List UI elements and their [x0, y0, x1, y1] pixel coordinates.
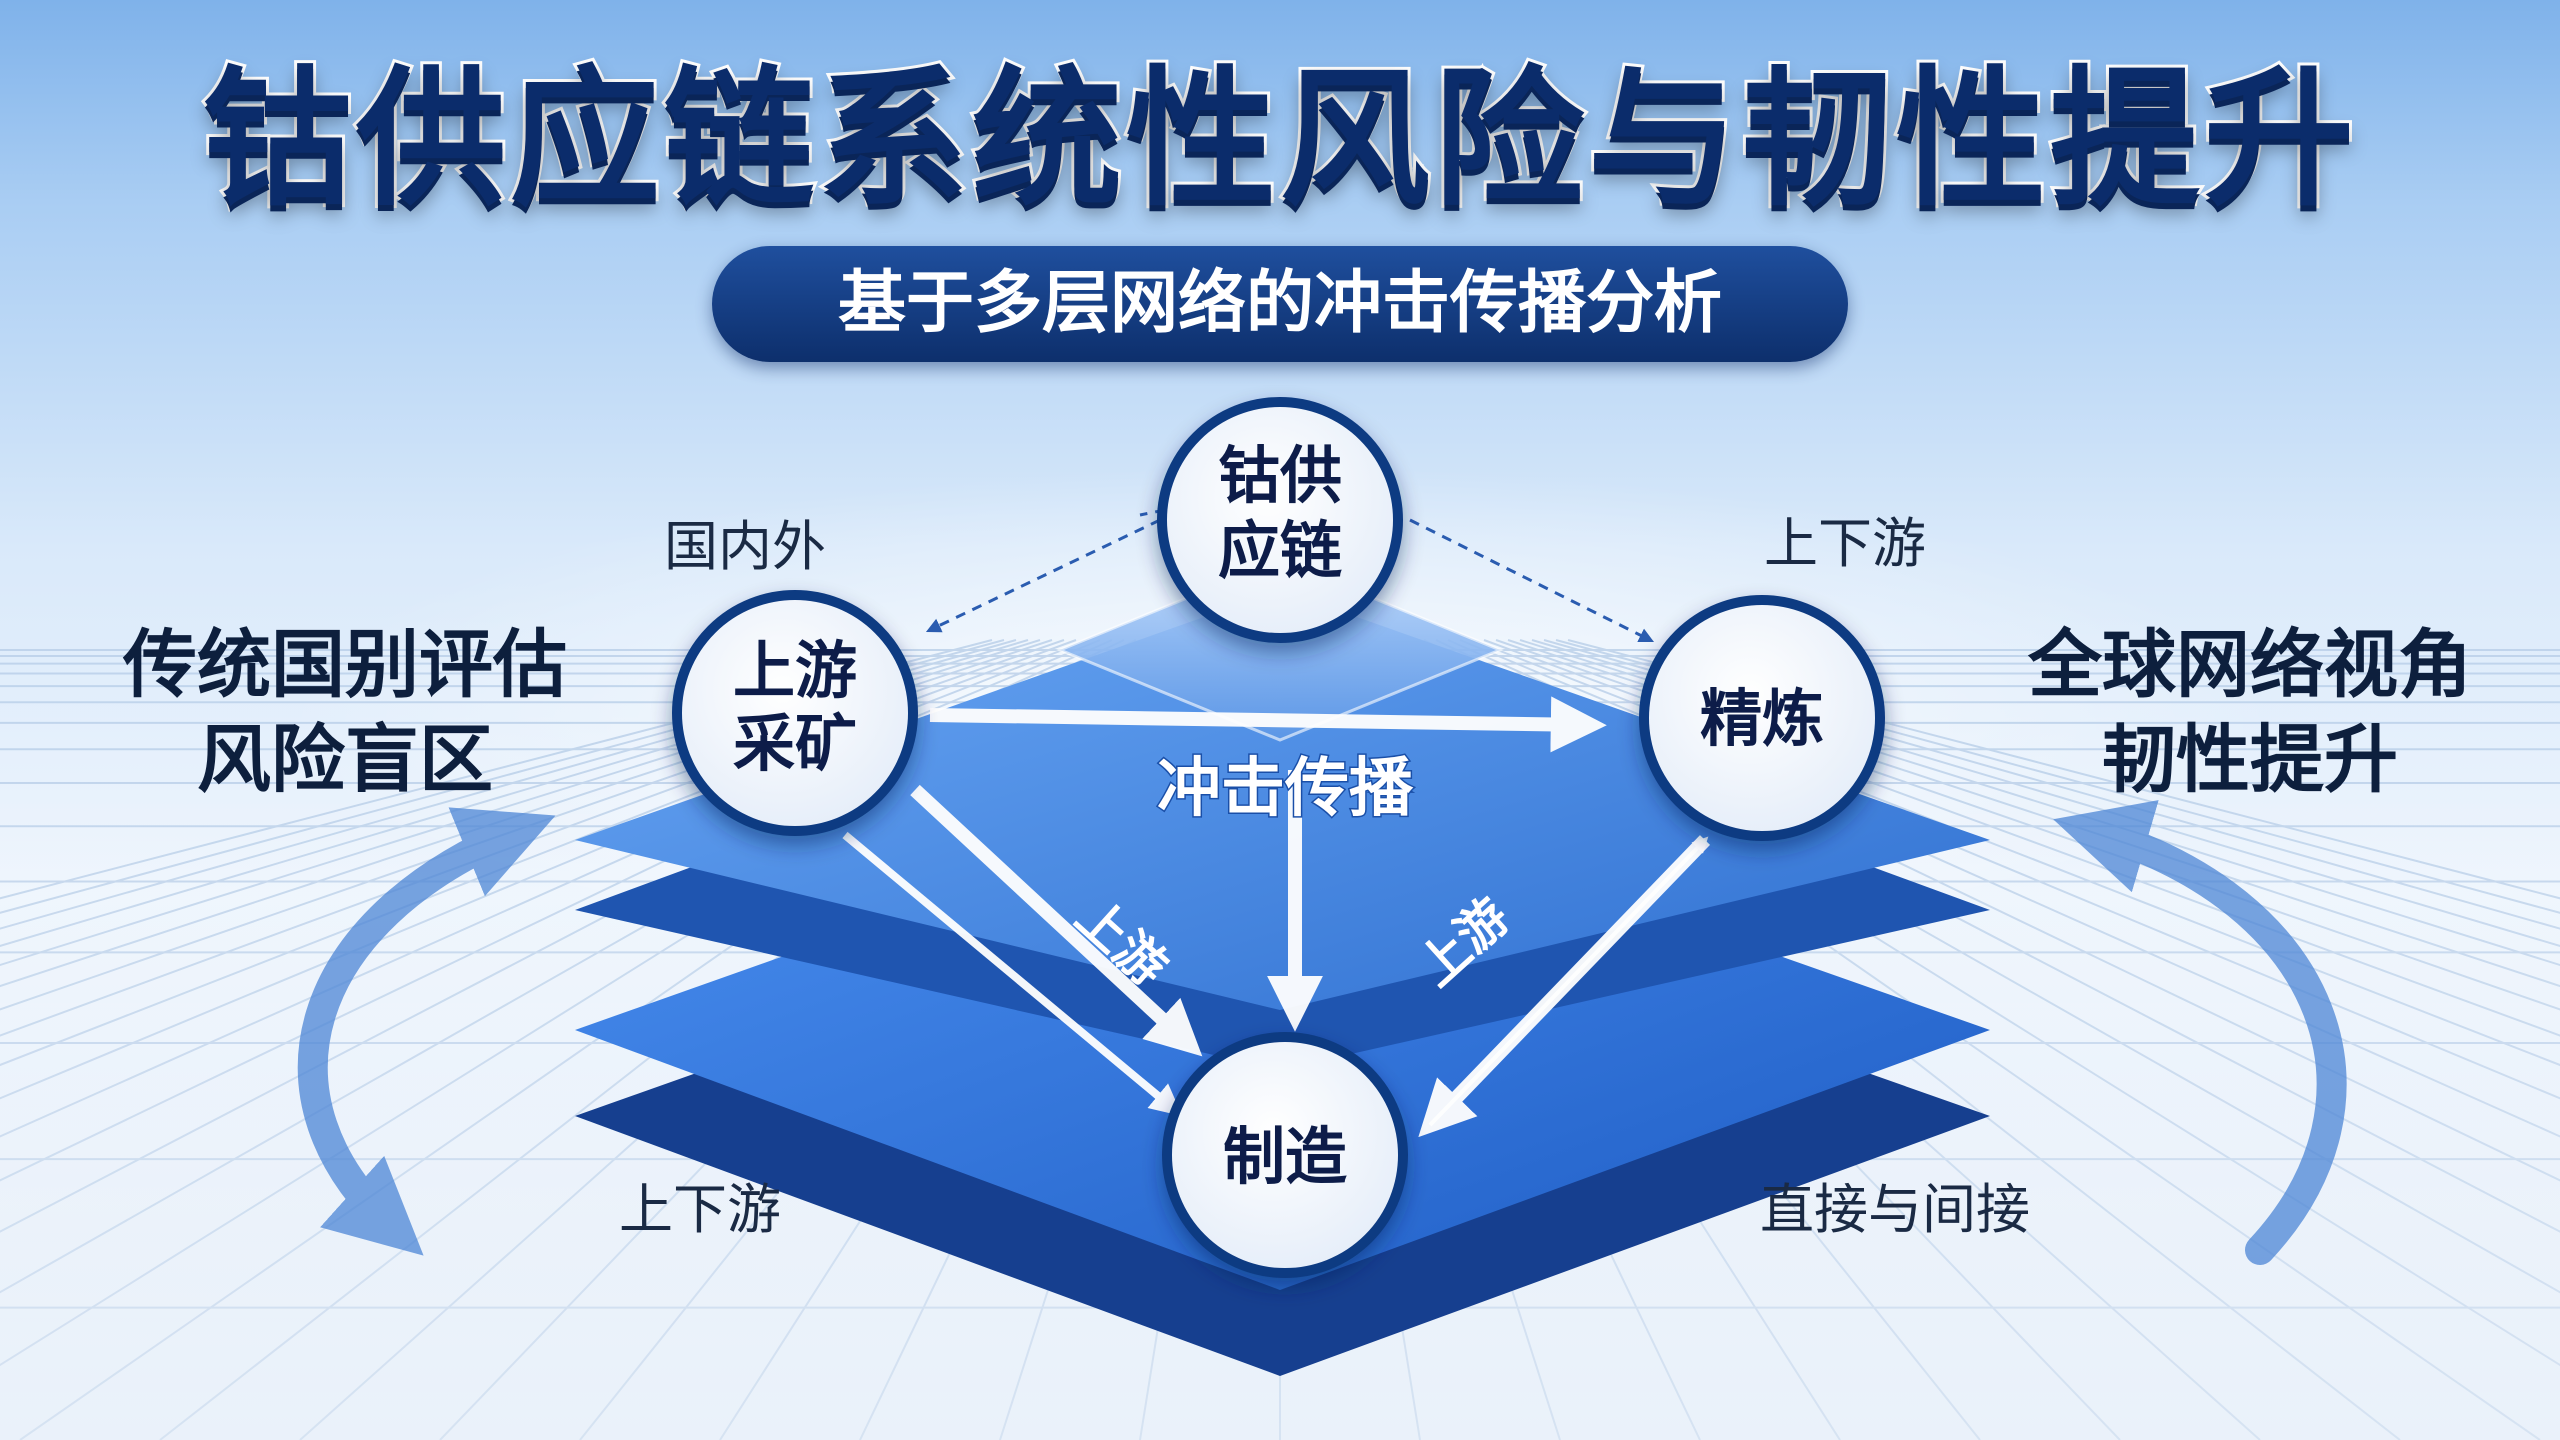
annotation-domestic-foreign: 国内外 [664, 515, 826, 578]
node-supply-chain-line1: 钴供 [1218, 439, 1342, 512]
node-supply-chain: 钴供 应链 [1157, 397, 1403, 643]
side-text-right: 全球网络视角 韧性提升 [2027, 622, 2472, 803]
side-text-left-line1: 传统国别评估 [122, 622, 567, 708]
annotation-up-down-top: 上下游 [1764, 512, 1926, 575]
node-mining-line2: 采矿 [733, 707, 857, 780]
side-text-left: 传统国别评估 风险盲区 [122, 622, 567, 803]
arrow-mining-to-manufacturing-secondary [842, 831, 1183, 1117]
node-refining: 精炼 [1639, 595, 1885, 841]
side-text-right-line1: 全球网络视角 [2027, 622, 2472, 708]
page-title: 钴供应链系统性风险与韧性提升 [199, 50, 2358, 230]
dashed-arrow-to-refining [1409, 518, 1655, 643]
node-refining-label: 精炼 [1700, 682, 1824, 755]
annotation-up-down-bottom: 上下游 [619, 1178, 781, 1241]
dashed-arrow-to-mining [925, 518, 1161, 633]
node-supply-chain-line2: 应链 [1218, 514, 1342, 587]
side-text-right-line2: 韧性提升 [2102, 717, 2398, 803]
subtitle-banner: 基于多层网络的冲击传播分析 [712, 246, 1848, 362]
arrow-mining-to-refining [929, 696, 1607, 753]
center-label: 冲击传播 [1157, 752, 1414, 826]
node-manufacturing: 制造 [1162, 1032, 1408, 1278]
annotation-direct-indirect: 直接与间接 [1760, 1178, 2030, 1241]
node-mining-line1: 上游 [733, 634, 857, 707]
node-manufacturing-label: 制造 [1223, 1120, 1347, 1193]
curved-arrow-left [298, 807, 556, 1256]
node-mining: 上游 采矿 [672, 590, 918, 836]
arrow-manufacturing-to-refining [1428, 836, 1709, 1127]
side-text-left-line2: 风险盲区 [197, 717, 493, 803]
curved-arrow-right [2053, 800, 2347, 1265]
arrow-mining-to-manufacturing [910, 784, 1203, 1057]
